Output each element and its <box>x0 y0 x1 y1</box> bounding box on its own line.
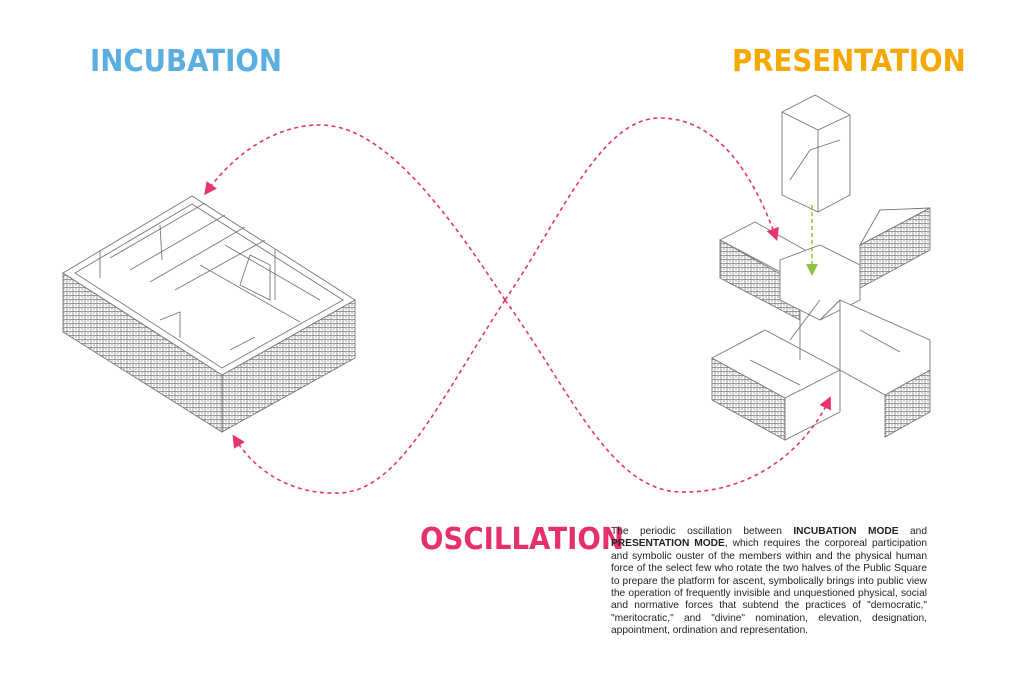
oscillation-loop <box>204 117 832 494</box>
desc-text: , which requires the corporeal participa… <box>611 538 927 637</box>
desc-text: and <box>898 526 928 537</box>
oscillation-description: The periodic oscillation between INCUBAT… <box>611 526 927 638</box>
desc-bold-incubation: INCUBATION MODE <box>793 526 899 537</box>
presentation-title: PRESENTATION <box>732 44 966 79</box>
oscillation-title: OSCILLATION <box>420 522 624 557</box>
desc-text: The periodic oscillation between <box>611 526 794 537</box>
loop-arrow-upper-right <box>504 117 779 301</box>
incubation-title: INCUBATION <box>90 44 282 79</box>
loop-arrow-lower-right <box>504 299 832 493</box>
incubation-model <box>62 195 356 433</box>
desc-bold-presentation: PRESENTATION MODE <box>611 538 725 550</box>
presentation-model <box>711 94 931 441</box>
